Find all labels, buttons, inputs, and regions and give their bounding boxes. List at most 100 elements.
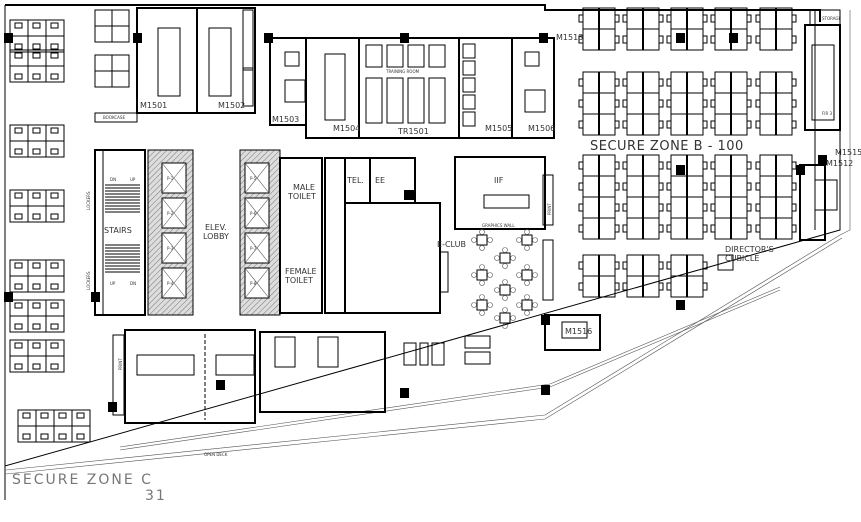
chair-icon xyxy=(32,22,41,29)
training-desk xyxy=(407,44,425,68)
workstation-block xyxy=(622,7,664,51)
chair-icon xyxy=(614,282,620,291)
chair-icon xyxy=(666,224,672,233)
chair-icon xyxy=(702,282,708,291)
chair-icon xyxy=(746,203,752,212)
elevator-label: P-8 xyxy=(250,281,257,286)
cafe-table xyxy=(494,307,516,329)
workstation-block xyxy=(9,124,65,158)
chair-icon xyxy=(791,78,797,87)
chair-icon xyxy=(702,182,708,191)
chair-icon xyxy=(710,14,716,23)
chair-icon xyxy=(578,261,584,270)
room-m1515: M1515 xyxy=(835,148,861,157)
chair-icon xyxy=(462,43,476,59)
chair-icon xyxy=(755,224,761,233)
elev-lobby-label: ELEV. xyxy=(205,223,227,232)
ee-room-label: EE xyxy=(375,176,385,185)
workstation-block xyxy=(578,154,620,240)
cafe-table xyxy=(516,294,538,316)
print-label-2: PRINT xyxy=(547,203,552,215)
chair-icon xyxy=(50,342,59,349)
workstation-block xyxy=(578,7,620,51)
chair-icon xyxy=(791,203,797,212)
column xyxy=(796,165,805,175)
chair-icon xyxy=(622,78,628,87)
chair-icon xyxy=(58,433,67,440)
room-labels: M1501 M1502 M1503 M1504 TRAINING ROOM TR… xyxy=(12,16,861,504)
chair-icon xyxy=(666,282,672,291)
zone-b-workstations xyxy=(578,7,797,298)
chair-icon xyxy=(614,261,620,270)
room-m1503: M1503 xyxy=(272,115,299,124)
chair-icon xyxy=(658,35,664,44)
room-training: TRAINING ROOM xyxy=(385,69,420,74)
training-desk xyxy=(386,77,404,124)
chair-icon xyxy=(32,213,41,220)
room-m1512: M1512 xyxy=(826,159,853,168)
column xyxy=(216,380,225,390)
chair-icon xyxy=(746,99,752,108)
chair-icon xyxy=(462,94,476,110)
directors-cubicle-label: DIRECTOR'S xyxy=(725,245,774,254)
chair-icon xyxy=(50,52,59,59)
column xyxy=(676,165,685,175)
chair-icon xyxy=(578,182,584,191)
fir-label: FIR 3 xyxy=(822,111,833,116)
graphics-wall-label: GRAPHICS WALL xyxy=(482,223,515,228)
chair-icon xyxy=(32,323,41,330)
stair-dn-label-2: DN xyxy=(130,281,136,286)
building-outline xyxy=(4,4,851,500)
chair-icon xyxy=(50,22,59,29)
chair-icon xyxy=(578,282,584,291)
workstation-block xyxy=(9,299,65,333)
workstation-block xyxy=(622,254,664,298)
chair-icon xyxy=(578,120,584,129)
chair-icon xyxy=(622,99,628,108)
chair-icon xyxy=(622,261,628,270)
column xyxy=(400,388,409,398)
chair-icon xyxy=(622,203,628,212)
chair-icon xyxy=(746,78,752,87)
chair-icon xyxy=(791,224,797,233)
chair-icon xyxy=(658,224,664,233)
chair-icon xyxy=(40,433,49,440)
column xyxy=(108,402,117,412)
chair-icon xyxy=(755,99,761,108)
elevator-label: P-6 xyxy=(250,211,257,216)
chair-icon xyxy=(666,78,672,87)
training-desk xyxy=(386,44,404,68)
chair-icon xyxy=(14,342,23,349)
chair-icon xyxy=(755,203,761,212)
chair-icon xyxy=(666,261,672,270)
workstation-block xyxy=(755,71,797,136)
elevator-car: P-3 xyxy=(161,232,187,264)
cafe-table xyxy=(471,294,493,316)
column xyxy=(4,33,13,43)
chair-icon xyxy=(14,148,23,155)
chair-icon xyxy=(622,282,628,291)
workstation-block xyxy=(710,154,752,240)
chair-icon xyxy=(76,412,85,419)
chair-icon xyxy=(614,203,620,212)
workstation-block xyxy=(755,7,797,51)
elevator-car: P-2 xyxy=(161,197,187,229)
chair-icon xyxy=(578,99,584,108)
chair-icon xyxy=(622,224,628,233)
chair-icon xyxy=(746,120,752,129)
chair-icon xyxy=(462,111,476,127)
chair-icon xyxy=(14,43,23,50)
chair-icon xyxy=(14,52,23,59)
workstation-block xyxy=(9,259,65,293)
chair-icon xyxy=(658,182,664,191)
workstation-block xyxy=(17,409,91,443)
chair-icon xyxy=(50,283,59,290)
elevator-car: P-4 xyxy=(161,267,187,299)
chair-icon xyxy=(14,73,23,80)
chair-icon xyxy=(14,22,23,29)
chair-icon xyxy=(32,127,41,134)
chair-icon xyxy=(702,35,708,44)
chair-icon xyxy=(22,433,31,440)
bookcase-label: BOOKCASE xyxy=(103,115,125,120)
chair-icon xyxy=(50,148,59,155)
